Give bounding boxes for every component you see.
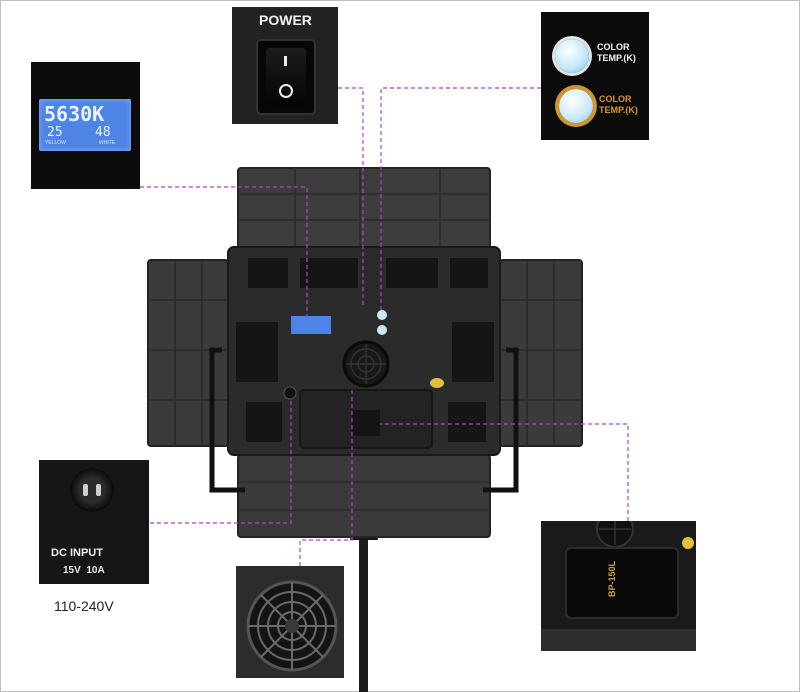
fan-inset — [236, 566, 344, 678]
power-title: POWER — [259, 12, 312, 28]
callout-battery — [380, 423, 629, 521]
dc-input-inset: DC INPUT 15V 10A — [39, 460, 149, 584]
yoke — [209, 347, 245, 493]
callout-power — [338, 87, 364, 308]
dc-pin — [96, 484, 101, 496]
dc-input-spec: 15V 10A — [63, 565, 105, 576]
dc-pin — [83, 484, 88, 496]
callout-fan — [299, 388, 353, 566]
panel-lcd — [291, 316, 331, 334]
battery-plate-icon — [567, 549, 677, 617]
display-inset: 5630K 25 48 YELLOW WHITE — [31, 62, 140, 189]
power-off-mark — [279, 84, 293, 98]
voltage-caption: 110-240V — [54, 598, 114, 614]
lcd-left-value: 25 — [47, 125, 63, 140]
knob-icon — [555, 39, 589, 73]
callout-dc — [150, 398, 292, 524]
lcd-left-caption: YELLOW — [45, 140, 66, 146]
lcd-right-caption: WHITE — [99, 140, 116, 146]
power-rocker — [266, 48, 306, 106]
stand-pole — [359, 500, 368, 692]
dc-jack-icon — [70, 468, 114, 512]
power-switch-icon — [258, 41, 314, 113]
knob-icon — [559, 89, 593, 123]
battery-sticker — [682, 537, 694, 549]
battery-label: BP-150L — [607, 561, 617, 598]
callout-knobs — [380, 87, 541, 310]
callout-display — [140, 186, 308, 318]
battery-top-vent — [596, 521, 634, 548]
lcd-right-value: 48 — [95, 125, 111, 140]
lcd-color-temp: 5630K — [44, 102, 105, 126]
battery-inset: BP-150L — [541, 521, 696, 651]
dc-input-title: DC INPUT — [51, 547, 103, 559]
power-inset: POWER — [232, 7, 338, 124]
lcd-screen: 5630K 25 48 YELLOW WHITE — [39, 99, 131, 151]
power-on-mark — [284, 56, 287, 66]
battery-bottom-edge — [541, 629, 696, 651]
fan-icon — [236, 566, 344, 678]
